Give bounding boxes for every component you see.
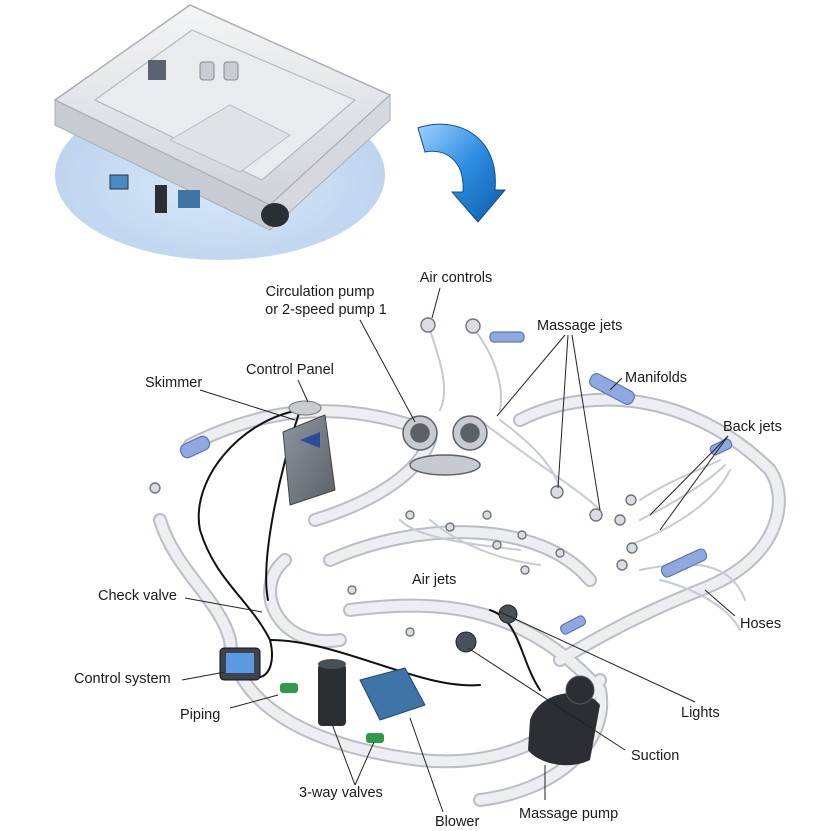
label-air-jets: Air jets: [412, 572, 457, 588]
label-circulation-pump-line2: or 2-speed pump 1: [265, 302, 387, 318]
label-blower: Blower: [435, 814, 480, 830]
plumbing-system: [149, 317, 786, 807]
label-hoses: Hoses: [740, 616, 782, 632]
label-piping: Piping: [180, 707, 221, 723]
label-back-jets: Back jets: [723, 419, 782, 435]
flow-arrow-icon: [417, 123, 507, 223]
tub-control-panel: [148, 60, 166, 80]
tub-jet-cluster: [199, 61, 215, 81]
label-lights: Lights: [681, 705, 720, 721]
label-massage-jets: Massage jets: [537, 318, 623, 334]
label-skimmer: Skimmer: [145, 375, 203, 391]
tub-filter: [155, 185, 167, 213]
tub-seat: [168, 104, 291, 173]
tub-control-system: [109, 174, 129, 190]
label-control-system: Control system: [74, 671, 171, 687]
label-circulation-pump-line1: Circulation pump: [265, 284, 375, 300]
tub-jet-cluster: [223, 61, 239, 81]
label-control-panel: Control Panel: [246, 362, 334, 378]
label-air-controls: Air controls: [419, 270, 493, 286]
label-suction: Suction: [631, 748, 680, 764]
hot-tub-overview: [53, 4, 392, 260]
tub-blower: [178, 190, 200, 208]
tub-pump: [261, 203, 289, 227]
label-manifolds: Manifolds: [625, 370, 688, 386]
label-three-way-valves: 3-way valves: [299, 785, 383, 801]
leader-lines: [181, 287, 736, 813]
label-check-valve: Check valve: [98, 588, 177, 604]
label-massage-pump: Massage pump: [519, 806, 619, 822]
